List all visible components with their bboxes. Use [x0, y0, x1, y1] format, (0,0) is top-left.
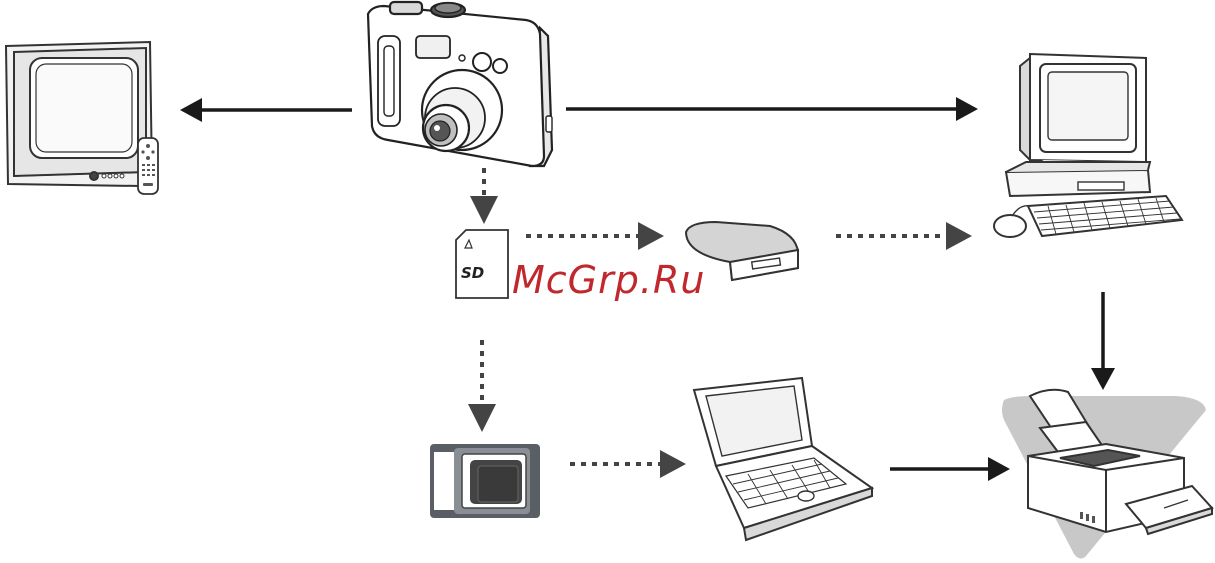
printer-icon — [1002, 390, 1212, 559]
sd-logo-text: SD — [461, 264, 484, 282]
arrowhead-printer — [988, 457, 1010, 481]
arrowhead-reader-desktop — [946, 222, 972, 250]
watermark-text: McGrp.Ru — [512, 258, 705, 302]
laptop-icon — [694, 378, 872, 540]
arrowhead-tv — [180, 98, 202, 122]
desktop-computer-icon — [994, 54, 1182, 237]
television-icon — [6, 42, 158, 194]
sd-card-icon: SD — [456, 230, 508, 298]
arrowhead-reader — [638, 222, 664, 250]
pc-card-adapter-icon — [430, 444, 540, 518]
arrowhead-pccard — [468, 404, 496, 432]
arrowhead-laptop — [660, 450, 686, 478]
arrowhead-desktop — [956, 97, 978, 121]
arrowhead-sd — [470, 196, 498, 224]
digital-camera-icon — [368, 2, 552, 166]
arrowhead-desktop-printer — [1091, 368, 1115, 390]
